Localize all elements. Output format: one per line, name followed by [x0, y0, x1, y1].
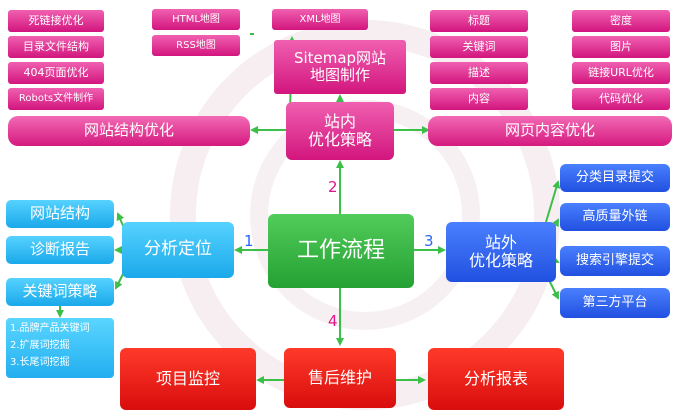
structure-item-label: Robots文件制作	[18, 93, 94, 105]
offsite-item-label: 分类目录提交	[575, 169, 654, 185]
offsite-item-third-party: 第三方平台	[560, 288, 670, 318]
offsite-item-label: 搜索引擎提交	[575, 252, 654, 268]
content-item-content: 内容	[430, 88, 528, 110]
onsite-label-line1: 站内	[323, 111, 356, 131]
keyword-list-item: 3.长尾词挖掘	[10, 357, 70, 368]
sitemap-item-html: HTML地图	[152, 9, 240, 30]
after-sales-label: 售后维护	[307, 367, 372, 387]
structure-item-label: 死链接优化	[28, 13, 84, 27]
onsite-label-line2: 优化策略	[307, 130, 372, 149]
project-monitoring-label: 项目监控	[155, 368, 220, 388]
content-item-label: 链接URL优化	[588, 65, 654, 79]
offsite-label-line2: 优化策略	[468, 251, 533, 270]
structure-item-robots: Robots文件制作	[8, 88, 104, 110]
step-number-4: 4	[328, 312, 338, 330]
keyword-list-item: 1.品牌产品关键词	[10, 323, 90, 334]
analysis-item-label: 诊断报告	[29, 240, 90, 259]
analysis-item-label: 网站结构	[29, 204, 90, 223]
sitemap-title-line2: 地图制作	[309, 66, 370, 84]
content-item-label: 图片	[610, 39, 632, 53]
content-item-label: 标题	[468, 13, 490, 27]
analysis-report-box: 分析报表	[428, 348, 564, 410]
structure-bar: 网站结构优化	[8, 116, 250, 146]
after-sales-box: 售后维护	[284, 348, 396, 408]
step-number-3: 3	[424, 232, 434, 250]
offsite-item-search-engine: 搜索引擎提交	[560, 246, 670, 276]
content-bar-label: 网页内容优化	[504, 121, 595, 140]
step-number-1: 1	[244, 232, 254, 250]
content-item-description: 描述	[430, 62, 528, 84]
content-item-url: 链接URL优化	[572, 62, 670, 84]
workflow-center-label: 工作流程	[296, 238, 385, 264]
structure-item-label: 目录文件结构	[23, 39, 89, 53]
structure-item-404: 404页面优化	[8, 62, 104, 84]
analysis-label: 分析定位	[144, 239, 212, 260]
sitemap-item-xml: XML地图	[272, 9, 368, 30]
analysis-item-report: 诊断报告	[6, 236, 114, 264]
keyword-list: 1.品牌产品关键词 2.扩展词挖掘 3.长尾词挖掘	[6, 318, 114, 378]
content-item-label: 描述	[468, 65, 490, 79]
content-item-title: 标题	[430, 10, 528, 32]
structure-bar-label: 网站结构优化	[83, 121, 174, 140]
analysis-item-structure: 网站结构	[6, 200, 114, 228]
content-item-image: 图片	[572, 36, 670, 58]
content-item-density: 密度	[572, 10, 670, 32]
offsite-label-line1: 站外	[484, 232, 517, 252]
keyword-list-item: 2.扩展词挖掘	[10, 340, 70, 351]
workflow-center: 工作流程	[268, 214, 414, 288]
step-number-2: 2	[328, 178, 338, 196]
content-item-code: 代码优化	[572, 88, 670, 110]
analysis-item-label: 关键词策略	[22, 282, 98, 301]
structure-item-deadlink: 死链接优化	[8, 10, 104, 32]
project-monitoring-box: 项目监控	[120, 348, 256, 410]
structure-item-directory: 目录文件结构	[8, 36, 104, 58]
analysis-report-label: 分析报表	[463, 368, 528, 388]
offsite-strategy-box: 站外 优化策略	[446, 222, 556, 282]
offsite-item-backlinks: 高质量外链	[560, 203, 670, 231]
content-item-label: 关键词	[462, 39, 496, 53]
structure-item-label: 404页面优化	[23, 65, 89, 79]
analysis-item-keyword: 关键词策略	[6, 278, 114, 306]
sitemap-item-label: XML地图	[299, 13, 341, 25]
content-item-label: 代码优化	[599, 91, 643, 105]
analysis-box: 分析定位	[122, 222, 234, 278]
offsite-item-label: 高质量外链	[582, 208, 648, 224]
content-bar: 网页内容优化	[428, 116, 672, 146]
offsite-item-directory: 分类目录提交	[560, 164, 670, 192]
onsite-strategy-box: 站内 优化策略	[286, 102, 394, 160]
offsite-item-label: 第三方平台	[582, 294, 648, 310]
sitemap-box: Sitemap网站 地图制作	[274, 40, 406, 94]
sitemap-item-label: HTML地图	[172, 13, 220, 25]
sitemap-item-rss: RSS地图	[152, 35, 240, 56]
content-item-keyword: 关键词	[430, 36, 528, 58]
content-item-label: 内容	[468, 91, 490, 105]
sitemap-title-line1: Sitemap网站	[293, 48, 387, 67]
sitemap-item-label: RSS地图	[176, 39, 216, 51]
content-item-label: 密度	[610, 13, 632, 27]
